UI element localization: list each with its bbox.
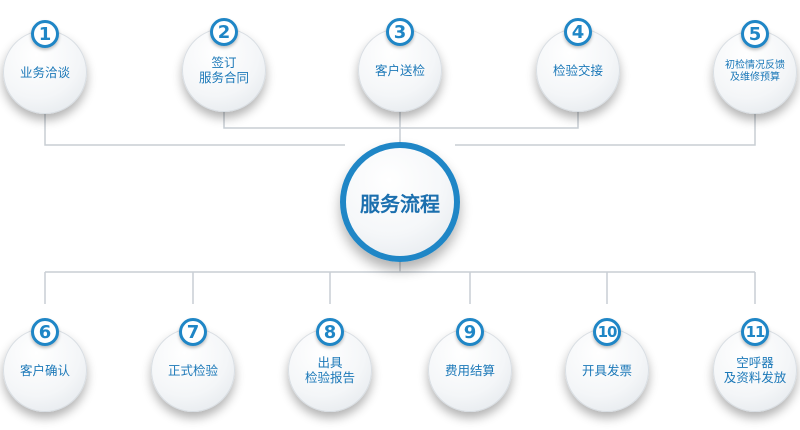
step-5-badge: 5 [741,20,769,48]
step-11-node: 11 空呼器 及资料发放 [713,318,797,412]
step-3-badge: 3 [386,18,414,46]
step-3-node: 3 客户送检 [358,18,442,112]
step-2-badge: 2 [210,18,238,46]
step-4-node: 4 检验交接 [536,18,620,112]
center-title: 服务流程 [360,191,440,216]
step-11-label: 空呼器 及资料发放 [723,355,787,385]
step-5-node: 5 初检情况反馈 及维修预算 [713,20,797,114]
step-2-node: 2 签订 服务合同 [182,18,266,112]
step-9-node: 9 费用结算 [428,318,512,412]
step-1-node: 1 业务洽谈 [3,20,87,114]
step-10-label: 开具发票 [581,362,632,378]
step-2-label: 签订 服务合同 [198,55,249,85]
step-6-badge: 6 [31,318,59,346]
step-4-label: 检验交接 [552,62,603,78]
step-7-badge: 7 [179,318,207,346]
step-7-label: 正式检验 [167,362,218,378]
step-9-badge: 9 [456,318,484,346]
step-4-badge: 4 [564,18,592,46]
step-3-label: 客户送检 [374,62,425,78]
step-10-node: 10 开具发票 [565,318,649,412]
step-8-label: 出具 检验报告 [304,355,355,385]
step-1-badge: 1 [31,20,59,48]
step-10-badge: 10 [593,318,621,346]
connector-top-right [455,114,756,146]
step-5-label: 初检情况反馈 及维修预算 [725,60,785,83]
center-node: 服务流程 [340,142,460,262]
step-8-node: 8 出具 检验报告 [288,318,372,412]
step-7-node: 7 正式检验 [151,318,235,412]
step-11-badge: 11 [741,318,769,346]
step-9-label: 费用结算 [444,362,495,378]
step-1-label: 业务洽谈 [19,64,70,80]
connector-top-left [44,114,345,146]
connector-top-inner [223,112,579,129]
step-8-badge: 8 [316,318,344,346]
step-6-label: 客户确认 [19,362,70,378]
step-6-node: 6 客户确认 [3,318,87,412]
